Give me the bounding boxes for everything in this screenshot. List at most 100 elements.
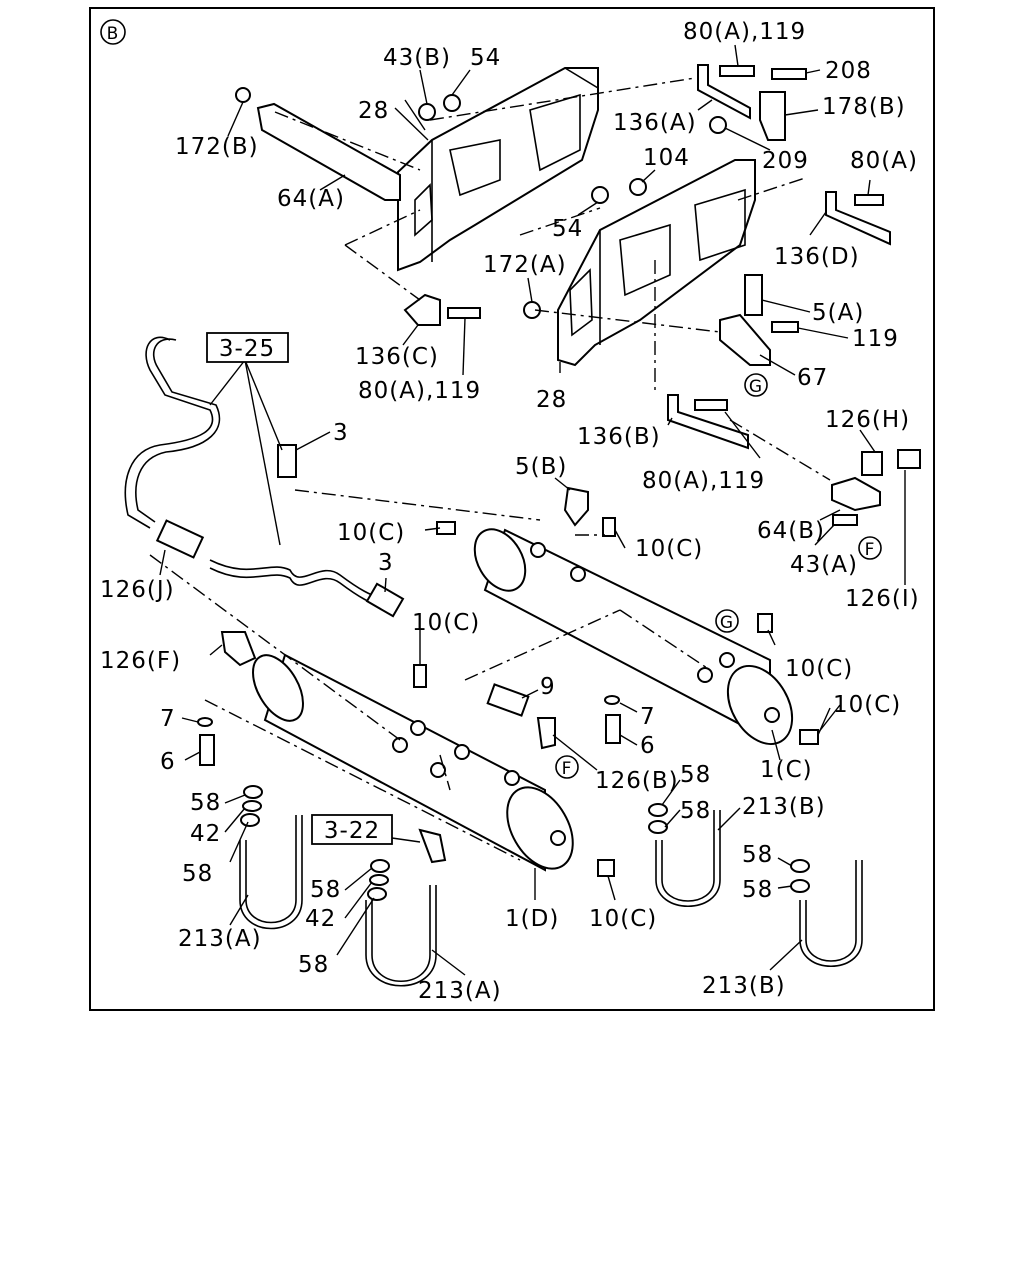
- valve-5a: [744, 274, 763, 316]
- washer-7-left: [197, 717, 213, 727]
- assembly-lines: [149, 77, 831, 861]
- switch-9: [486, 683, 530, 717]
- part-label: 126(B): [595, 768, 679, 794]
- bracket-136b: [667, 394, 749, 450]
- part-label: 104: [643, 145, 690, 171]
- section-marker-text: B: [107, 24, 120, 44]
- section-marker: B: [100, 19, 126, 45]
- cross-member-64a: [256, 102, 401, 201]
- bracket-136a: [697, 64, 751, 120]
- part-label: 58: [310, 877, 341, 903]
- nut-104: [629, 178, 647, 196]
- part-label: 5(A): [812, 300, 864, 326]
- nut-58-c: [370, 859, 390, 873]
- callout-f-right: F: [858, 536, 882, 560]
- part-label: 172(A): [483, 252, 567, 278]
- part-label: 1(C): [760, 757, 813, 783]
- bracket-64b: [831, 476, 881, 512]
- elbow-126b: [536, 717, 556, 750]
- nut-54-mid: [591, 186, 609, 204]
- part-label: 1(D): [505, 906, 559, 932]
- part-label: 58: [742, 842, 773, 868]
- svg-text:G: G: [720, 613, 734, 633]
- nut-209: [709, 116, 727, 134]
- part-label: 10(C): [412, 610, 480, 636]
- part-label: 136(C): [355, 344, 439, 370]
- u-bolt-213a-left: [245, 815, 297, 924]
- drain-6-left: [199, 734, 215, 766]
- part-label: 43(A): [790, 552, 858, 578]
- part-label: 136(B): [577, 424, 661, 450]
- part-label: 28: [536, 387, 567, 413]
- nut-54-top: [443, 94, 461, 112]
- part-label: 213(B): [742, 794, 826, 820]
- part-label: 172(B): [175, 134, 259, 160]
- part-label: 213(A): [178, 926, 262, 952]
- bolt-208: [771, 68, 807, 80]
- bolt-80a-right: [854, 194, 884, 206]
- frame-bracket-upper: [397, 67, 599, 272]
- washer-42-b: [369, 874, 389, 886]
- callout-f-left: F: [555, 755, 579, 779]
- part-label: 10(C): [833, 692, 901, 718]
- callout-g-upper: G: [744, 373, 768, 397]
- part-label: 126(J): [100, 577, 175, 603]
- part-label: 126(H): [825, 407, 910, 433]
- part-label: 213(A): [418, 978, 502, 1004]
- part-label: 42: [190, 821, 221, 847]
- part-label: 6: [160, 749, 176, 775]
- nut-58-h: [790, 879, 810, 893]
- washer-172b: [235, 87, 251, 103]
- part-label: 58: [680, 762, 711, 788]
- bracket-136d: [825, 191, 891, 246]
- plug-10c-c: [757, 613, 773, 633]
- bolt-80a-mid: [694, 399, 728, 411]
- washer-7-right: [604, 695, 620, 705]
- bolt-43a: [832, 514, 858, 526]
- part-label: 10(C): [337, 520, 405, 546]
- part-label: 58: [182, 861, 213, 887]
- part-label: 3: [378, 550, 394, 576]
- nut-58-e: [648, 803, 668, 817]
- diagram-frame: [89, 7, 935, 1011]
- part-label: 213(B): [702, 973, 786, 999]
- fitting-3-top: [277, 444, 297, 478]
- part-label: 209: [762, 148, 809, 174]
- leader-lines: [159, 44, 906, 976]
- nut-43b: [418, 103, 436, 121]
- nut-58-g: [790, 859, 810, 873]
- fitting-126i: [897, 449, 921, 469]
- part-label: 119: [852, 326, 899, 352]
- part-label: 10(C): [785, 656, 853, 682]
- bracket-136c: [403, 293, 441, 326]
- part-label: 7: [640, 704, 656, 730]
- bolt-80a-left: [447, 307, 481, 319]
- part-label: 64(A): [277, 186, 345, 212]
- drain-6-right: [605, 714, 621, 744]
- clip-178b: [759, 91, 786, 141]
- part-3-22: [418, 828, 447, 864]
- nut-58-a: [243, 785, 263, 799]
- part-label: 54: [470, 45, 501, 71]
- part-label: 58: [742, 877, 773, 903]
- part-label: 3: [333, 420, 349, 446]
- part-label: 43(B): [383, 45, 451, 71]
- part-label: 58: [298, 952, 329, 978]
- part-label: 54: [552, 216, 583, 242]
- part-label: 64(B): [757, 518, 825, 544]
- air-tank-1d: [252, 653, 574, 872]
- part-label: 6: [640, 733, 656, 759]
- part-label: 80(A),119: [683, 19, 806, 45]
- part-label: 126(I): [845, 586, 920, 612]
- fitting-3-mid: [365, 582, 405, 618]
- part-label: 178(B): [822, 94, 906, 120]
- part-label: 7: [160, 706, 176, 732]
- part-label: 5(B): [515, 454, 567, 480]
- reference-3-25-text: 3-25: [219, 336, 275, 362]
- part-label: 80(A),119: [642, 468, 765, 494]
- plug-10c-f: [597, 859, 615, 877]
- u-bolt-213a-bot: [371, 885, 431, 983]
- part-label: 80(A): [850, 148, 918, 174]
- part-label: 58: [190, 790, 221, 816]
